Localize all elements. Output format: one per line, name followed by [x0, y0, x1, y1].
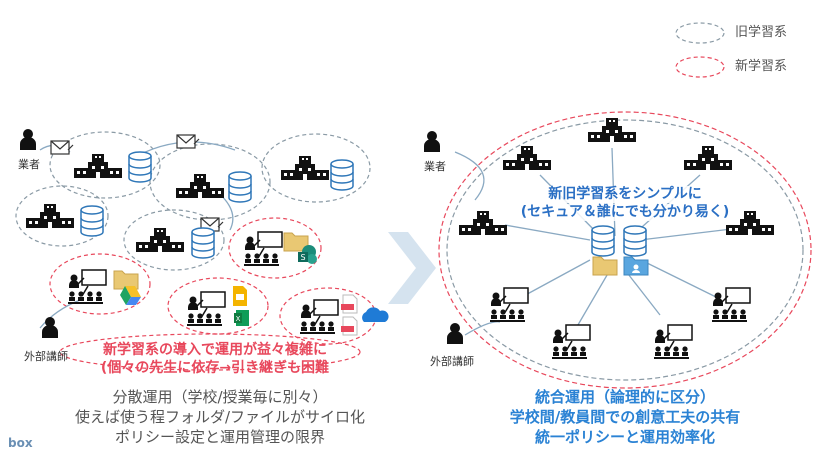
right-desc-line3: 統一ポリシーと運用効率化: [534, 428, 715, 446]
left-classroom-icon-2: [67, 269, 107, 305]
legend-old-swatch: [675, 22, 725, 44]
left-sheets-icon: [234, 310, 249, 326]
arrow-chevron-icon: [388, 232, 436, 304]
right-old-boundary: [446, 119, 804, 381]
left-db-icon-3: [330, 159, 354, 191]
legend-new-swatch: [675, 56, 725, 78]
left-school-icon-5: [136, 228, 184, 252]
left-desc-line1: 分散運用（学校/授業毎に別々）: [112, 388, 328, 406]
right-classroom-icon-2: [551, 324, 591, 360]
left-pdf-icon-1: [340, 294, 358, 314]
left-desc-line3: ポリシー設定と運用管理の限界: [114, 428, 325, 446]
right-school-icon-3: [684, 146, 732, 170]
legend-new-label: 新学習系: [735, 59, 788, 74]
right-classroom-icon-1: [489, 287, 529, 323]
right-db-icon-1: [591, 225, 615, 257]
right-school-icon-4: [459, 211, 507, 235]
left-db-icon-5: [191, 227, 215, 259]
right-vendor-person-icon: [424, 131, 440, 152]
left-slides-icon: [233, 286, 247, 306]
left-school-icon-1: [74, 154, 122, 178]
right-desc-line2: 学校間/教員間での創意工夫の共有: [509, 408, 741, 426]
left-classroom-icon-4: [299, 299, 339, 335]
left-db-icon-1: [128, 151, 152, 183]
right-desc-line1: 統合運用（論理的に区分）: [534, 388, 715, 406]
left-desc-line2: 使えば使う程フォルダ/ファイルがサイロ化: [74, 408, 366, 426]
left-external-label: 外部講師: [24, 350, 68, 363]
box-logo: box: [8, 436, 33, 450]
right-folder-icon: [592, 256, 618, 276]
right-person-external-icon: [447, 323, 463, 344]
left-school-icon-4: [26, 204, 74, 228]
right-db-icon-2: [623, 225, 647, 257]
left-classroom-icon-1: [243, 231, 283, 267]
left-classroom-icon-3: [186, 291, 226, 327]
left-mail-icon-2: [176, 134, 200, 149]
left-pdf-icon-2: [340, 316, 358, 336]
right-center-line2: (セキュア＆誰にでも分かり易く): [510, 204, 740, 221]
right-vendor-label: 業者: [424, 160, 446, 173]
right-shared-folder-icon: [623, 256, 649, 276]
right-school-icon-2: [503, 146, 551, 170]
right-classroom-icon-3: [653, 324, 693, 360]
right-new-boundary: [438, 111, 812, 389]
left-vendor-person-icon: [20, 129, 36, 150]
left-warning-line1: 新学習系の導入で運用が益々複雑に: [103, 342, 327, 358]
right-classroom-icon-4: [711, 287, 751, 323]
left-person-external-icon: [42, 317, 58, 338]
right-external-label: 外部講師: [430, 355, 474, 368]
left-school-icon-3: [281, 156, 329, 180]
left-onedrive-icon: [362, 307, 389, 322]
left-warning-line2: (個々の先生に依存→引き継ぎも困難: [100, 360, 330, 376]
left-db-icon-4: [80, 205, 104, 237]
right-center-line1: 新旧学習系をシンプルに: [520, 186, 730, 203]
legend-old-label: 旧学習系: [735, 25, 788, 40]
left-db-icon-2: [228, 171, 252, 203]
left-vendor-label: 業者: [18, 158, 40, 171]
left-school-icon-2: [176, 174, 224, 198]
